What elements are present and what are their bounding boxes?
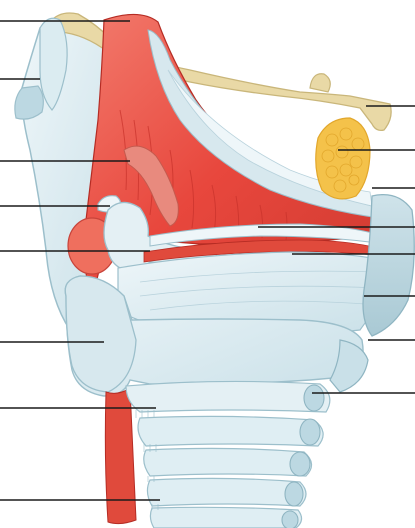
preepiglottic-fat (316, 118, 370, 199)
epiglottis-tip (310, 74, 330, 92)
thyroid-cartilage-edge (15, 86, 43, 119)
thyroid-right-rim (363, 195, 414, 336)
